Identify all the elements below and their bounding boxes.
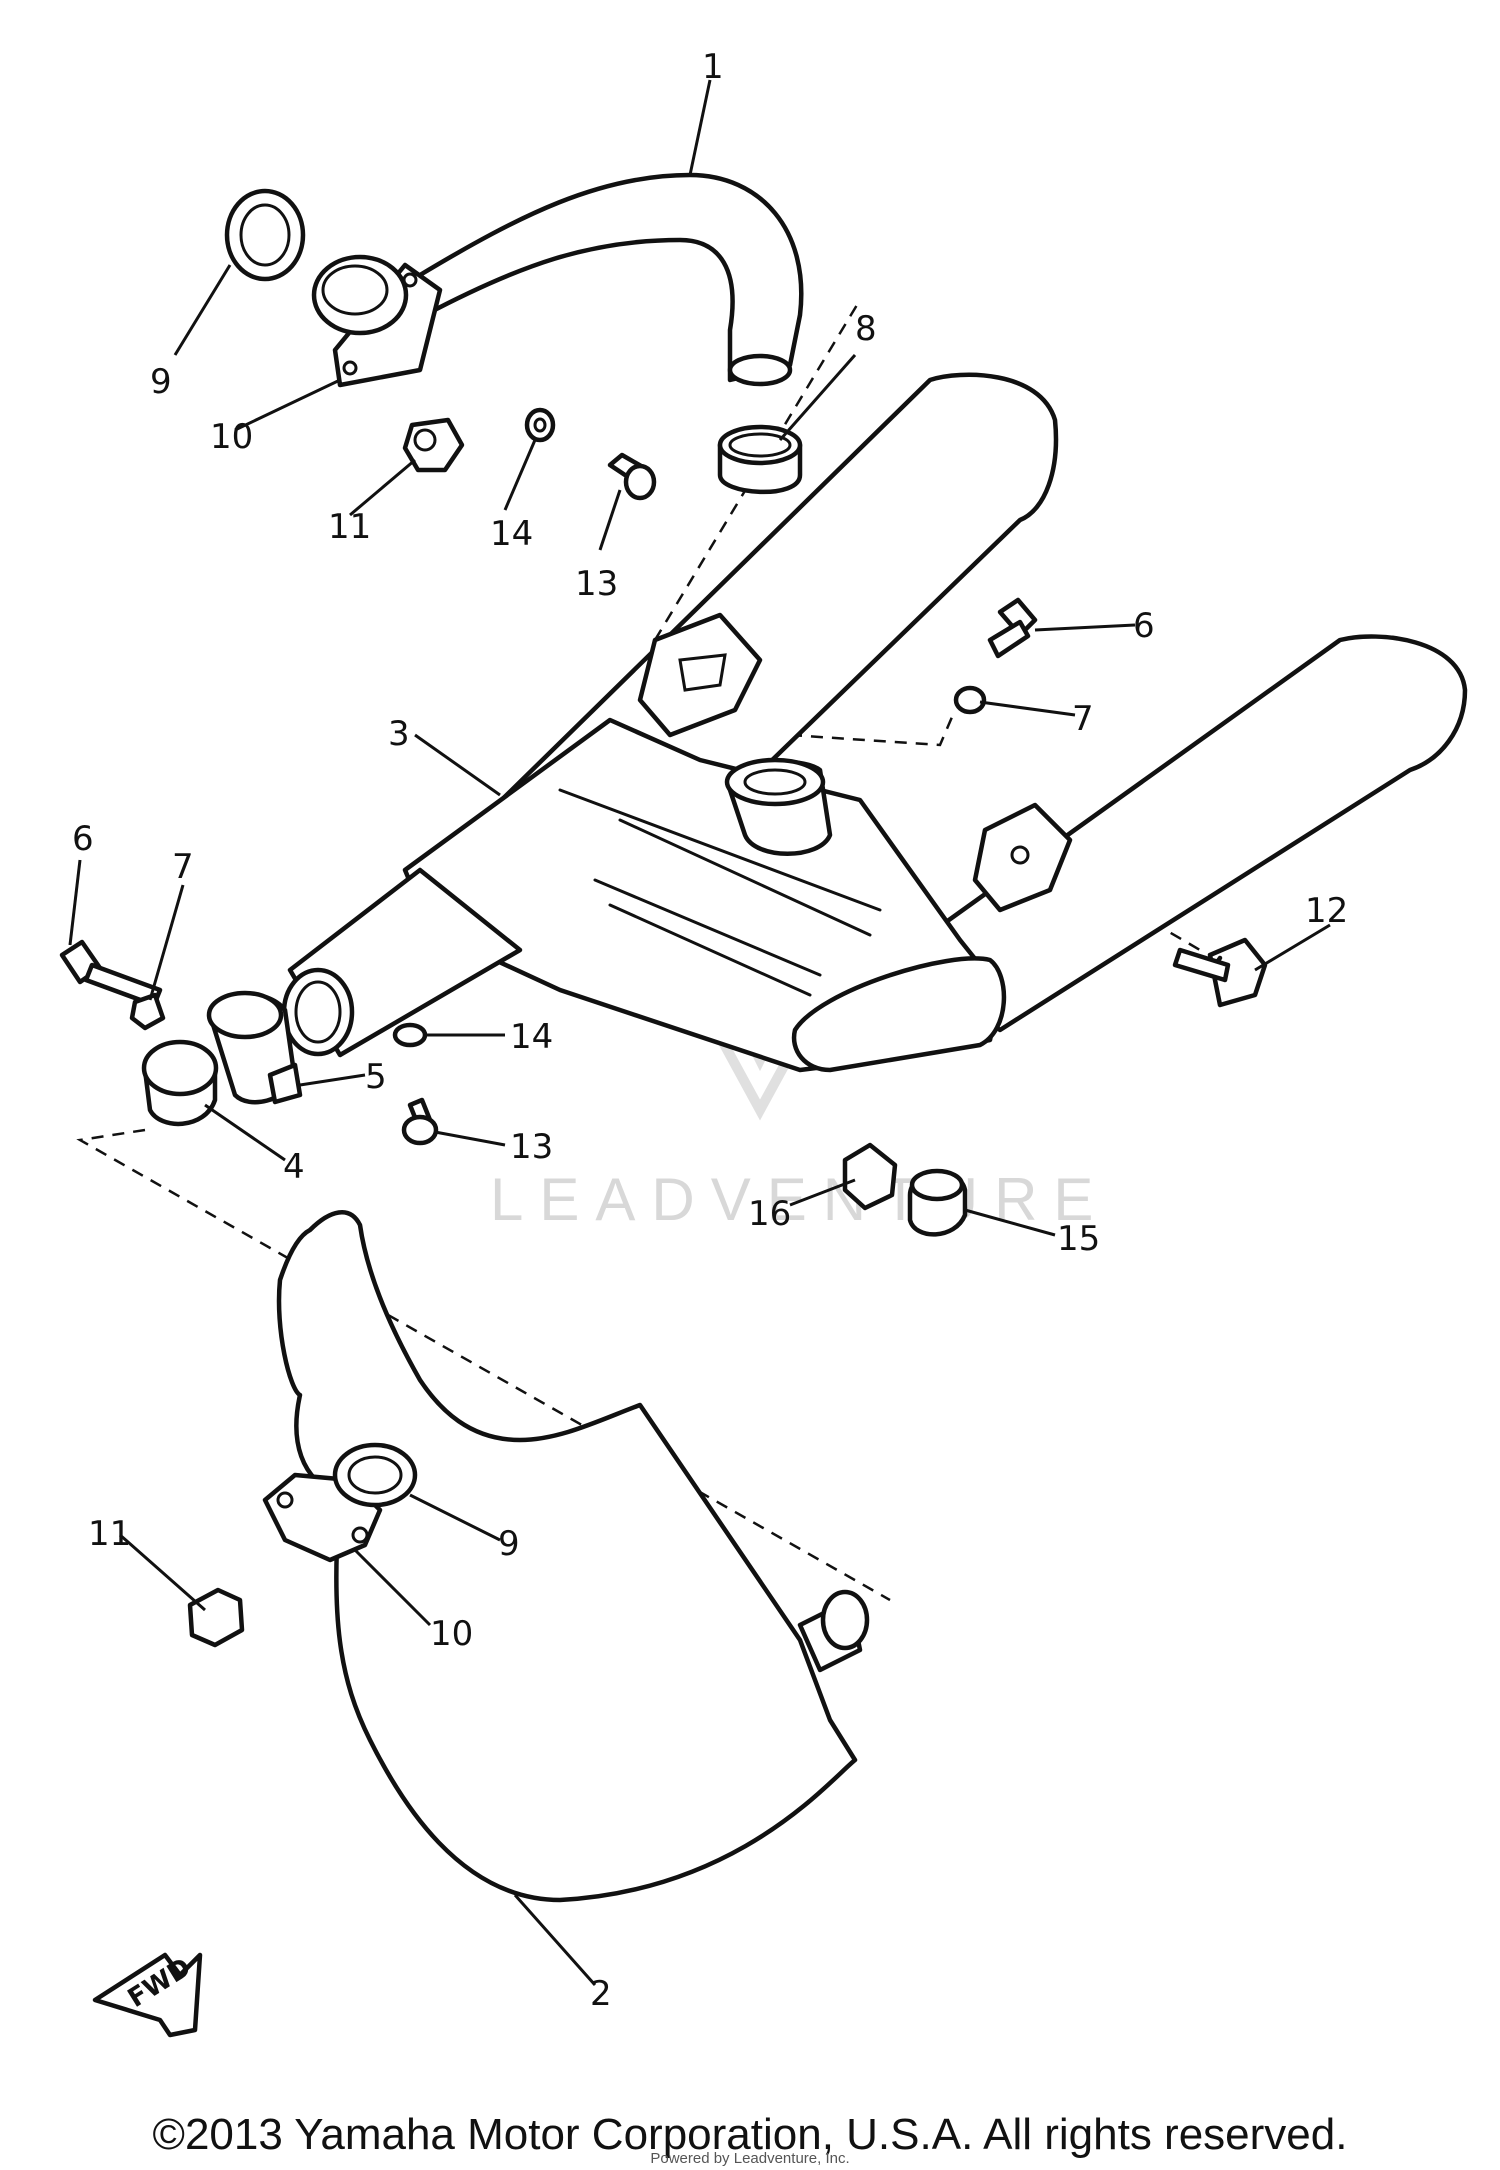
washer-7-left[interactable] xyxy=(129,992,166,1031)
assembly-line-pipe2 xyxy=(76,1128,891,1602)
bolt-13-lower[interactable] xyxy=(401,1097,439,1146)
callout-2: 2 xyxy=(590,1974,612,2014)
callout-16: 16 xyxy=(748,1194,791,1234)
callout-7-right: 7 xyxy=(1072,699,1094,739)
clamp-5[interactable] xyxy=(206,990,303,1105)
callout-9-lower: 9 xyxy=(498,1524,520,1564)
bolt-12[interactable] xyxy=(1172,937,1268,1008)
damper-16[interactable] xyxy=(842,1142,898,1211)
exhaust-pipe-2[interactable] xyxy=(276,1210,870,1903)
exhaust-gasket-9-upper[interactable] xyxy=(224,188,306,282)
callout-12: 12 xyxy=(1305,891,1348,931)
bolt-6-left[interactable] xyxy=(59,939,163,1008)
gasket-4[interactable] xyxy=(141,1039,219,1127)
exhaust-gasket-9-lower[interactable] xyxy=(332,1442,418,1508)
forward-direction-arrow: FWD xyxy=(92,1952,203,2038)
sealing-ring-8[interactable] xyxy=(717,424,803,495)
callout-11-lower: 11 xyxy=(88,1514,131,1554)
callout-1: 1 xyxy=(702,47,724,87)
exhaust-pipe-1[interactable] xyxy=(417,172,804,387)
callout-4: 4 xyxy=(283,1147,305,1187)
leader-lines xyxy=(68,79,1331,1986)
bolt-13-upper[interactable] xyxy=(607,452,657,501)
flange-nut-11-lower[interactable] xyxy=(187,1587,245,1648)
muffler-assembly-3[interactable] xyxy=(281,372,1468,1073)
assembly-line-7-right xyxy=(789,709,957,747)
watermark-text: LEADVENTURE xyxy=(490,1166,1109,1233)
callout-5: 5 xyxy=(365,1057,387,1097)
callout-13-lower: 13 xyxy=(510,1127,553,1167)
callout-10-lower: 10 xyxy=(430,1614,473,1654)
callout-15: 15 xyxy=(1057,1219,1100,1259)
callout-6-right: 6 xyxy=(1133,606,1155,646)
washer-14-lower[interactable] xyxy=(392,1022,428,1048)
callout-10-upper: 10 xyxy=(210,417,253,457)
bolt-6-right[interactable] xyxy=(987,597,1038,659)
callout-14-upper: 14 xyxy=(490,514,533,554)
copyright-footer: ©2013 Yamaha Motor Corporation, U.S.A. A… xyxy=(152,2110,1348,2159)
callout-14-lower: 14 xyxy=(510,1017,553,1057)
callout-9-upper: 9 xyxy=(150,362,172,402)
exhaust-flange-10-upper[interactable] xyxy=(311,254,443,388)
callout-8: 8 xyxy=(855,309,877,349)
washer-7-right[interactable] xyxy=(953,685,987,715)
callout-6-left: 6 xyxy=(72,819,94,859)
washer-14-upper[interactable] xyxy=(524,407,556,443)
callout-11-upper: 11 xyxy=(328,507,371,547)
callout-3: 3 xyxy=(388,714,410,754)
callout-7-left: 7 xyxy=(172,847,194,887)
flange-nut-11-upper[interactable] xyxy=(402,417,465,473)
damper-15[interactable] xyxy=(907,1168,968,1237)
callout-13-upper: 13 xyxy=(575,564,618,604)
powered-by-text: Powered by Leadventure, Inc. xyxy=(650,2150,850,2167)
